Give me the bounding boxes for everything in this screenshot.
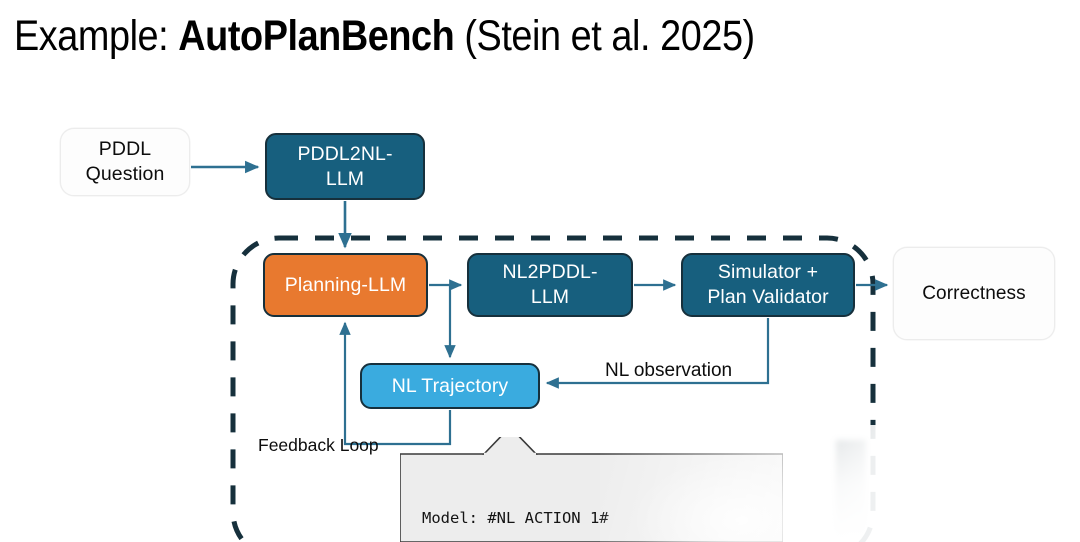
node-pddl2nl-line1: PDDL2NL-: [297, 142, 393, 165]
node-nl2pddl-llm[interactable]: NL2PDDL- LLM: [467, 253, 633, 317]
node-planning-llm-label: Planning-LLM: [284, 273, 407, 296]
node-nl2pddl-line2: LLM: [530, 286, 570, 308]
callout-transcript-text: Model: #NL ACTION 1# Input: #OBSERVATION…: [422, 465, 609, 542]
edge-label-nl-observation: NL observation: [605, 360, 733, 381]
node-planning-llm[interactable]: Planning-LLM: [263, 253, 428, 317]
node-nl2pddl-line1: NL2PDDL-: [502, 261, 598, 283]
title-prefix: Example:: [14, 12, 179, 60]
callout-line-1: Model: #NL ACTION 1#: [422, 509, 609, 527]
node-correctness[interactable]: Correctness: [893, 247, 1055, 340]
node-simulator-line1: Simulator +: [717, 261, 819, 283]
blur-artifact-smudge: [836, 440, 866, 540]
node-nl-trajectory[interactable]: NL Trajectory: [360, 363, 540, 409]
title-suffix: (Stein et al. 2025): [454, 12, 755, 60]
transcript-callout[interactable]: Model: #NL ACTION 1# Input: #OBSERVATION…: [400, 437, 783, 542]
node-pddl2nl-llm[interactable]: PDDL2NL- LLM: [265, 133, 425, 200]
node-pddl-question[interactable]: PDDL Question: [60, 128, 190, 196]
title-bold-term: AutoPlanBench: [178, 12, 455, 60]
node-simulator-line2: Plan Validator: [707, 286, 829, 308]
architecture-diagram: PDDL Question PDDL2NL- LLM Planning-LLM …: [0, 95, 1080, 542]
node-nl-trajectory-label: NL Trajectory: [391, 374, 509, 397]
node-pddl-question-line2: Question: [85, 163, 165, 185]
node-correctness-label: Correctness: [922, 283, 1026, 304]
node-pddl2nl-line2: LLM: [325, 167, 365, 190]
node-simulator-plan-validator[interactable]: Simulator + Plan Validator: [681, 253, 855, 317]
node-pddl-question-line1: PDDL: [98, 138, 152, 160]
edge-label-feedback-loop: Feedback Loop: [258, 435, 379, 455]
page-title: Example: AutoPlanBench (Stein et al. 202…: [14, 8, 938, 64]
